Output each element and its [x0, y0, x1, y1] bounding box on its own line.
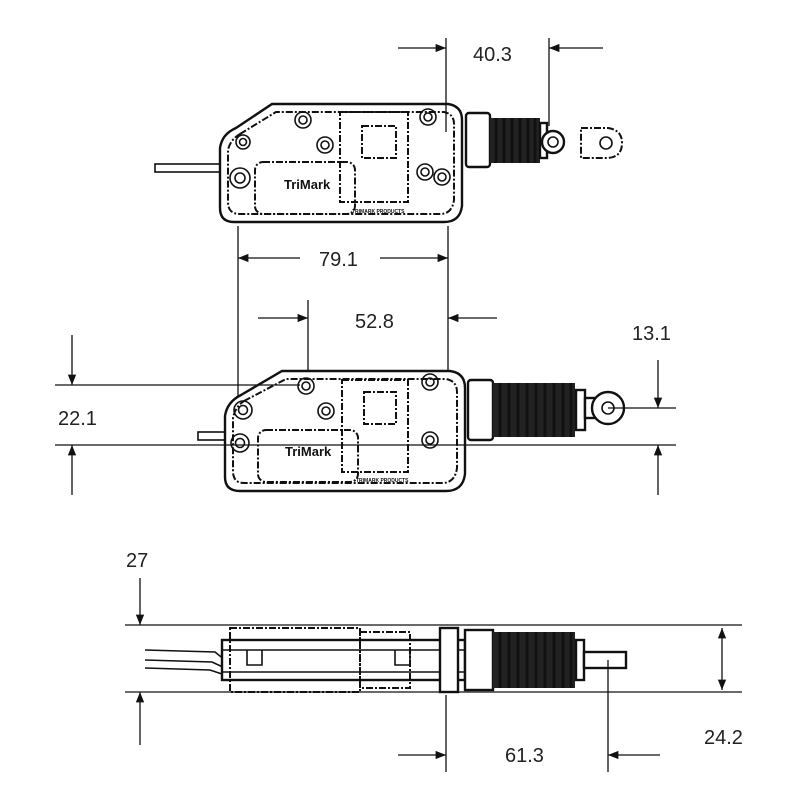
brand-logo: TriMark — [284, 177, 331, 192]
dimension-label: 27 — [126, 550, 148, 572]
dimension-24-2: 24.2 — [704, 628, 743, 749]
side-view — [144, 626, 628, 694]
collar — [466, 378, 495, 442]
dimension-label: 52.8 — [355, 311, 394, 333]
spring-boot — [493, 632, 575, 688]
dimension-label: 79.1 — [319, 249, 358, 271]
front-view: TriMark TRIMARK PRODUCTS — [197, 369, 626, 493]
dimension-22-1: 22.1 — [55, 335, 676, 495]
dimension-label: 61.3 — [505, 745, 544, 767]
top-view: TriMark TRIMARK PRODUCTS — [154, 102, 624, 224]
wire — [154, 163, 224, 173]
wires — [144, 649, 226, 676]
spring-boot — [493, 383, 575, 437]
small-print: TRIMARK PRODUCTS — [352, 209, 405, 215]
gear-block — [339, 111, 409, 203]
motor-block — [254, 161, 356, 215]
dimension-13-1: 13.1 — [608, 323, 676, 495]
eyelet — [540, 129, 566, 155]
dimension-61-3: 61.3 — [398, 660, 660, 772]
small-print: TRIMARK PRODUCTS — [356, 478, 409, 484]
screws — [229, 108, 451, 189]
rod — [582, 650, 628, 670]
housing — [220, 638, 467, 682]
screws — [230, 373, 439, 453]
spring-boot — [490, 118, 540, 163]
collar — [438, 626, 460, 694]
dimension-27: 27 — [125, 550, 742, 745]
wire — [197, 431, 227, 441]
housing-inner — [227, 111, 455, 215]
dimension-52-8: 52.8 — [258, 300, 497, 385]
dimension-label: 40.3 — [473, 44, 512, 66]
clevis — [580, 127, 624, 159]
gear-window — [361, 125, 397, 159]
dimension-label: 22.1 — [58, 408, 97, 430]
dimension-label: 13.1 — [632, 323, 671, 345]
dimension-40-3: 40.3 — [398, 38, 603, 132]
flange — [574, 388, 587, 432]
brand-logo: TriMark — [285, 444, 332, 459]
collar — [464, 111, 492, 169]
dimension-label: 24.2 — [704, 727, 743, 749]
